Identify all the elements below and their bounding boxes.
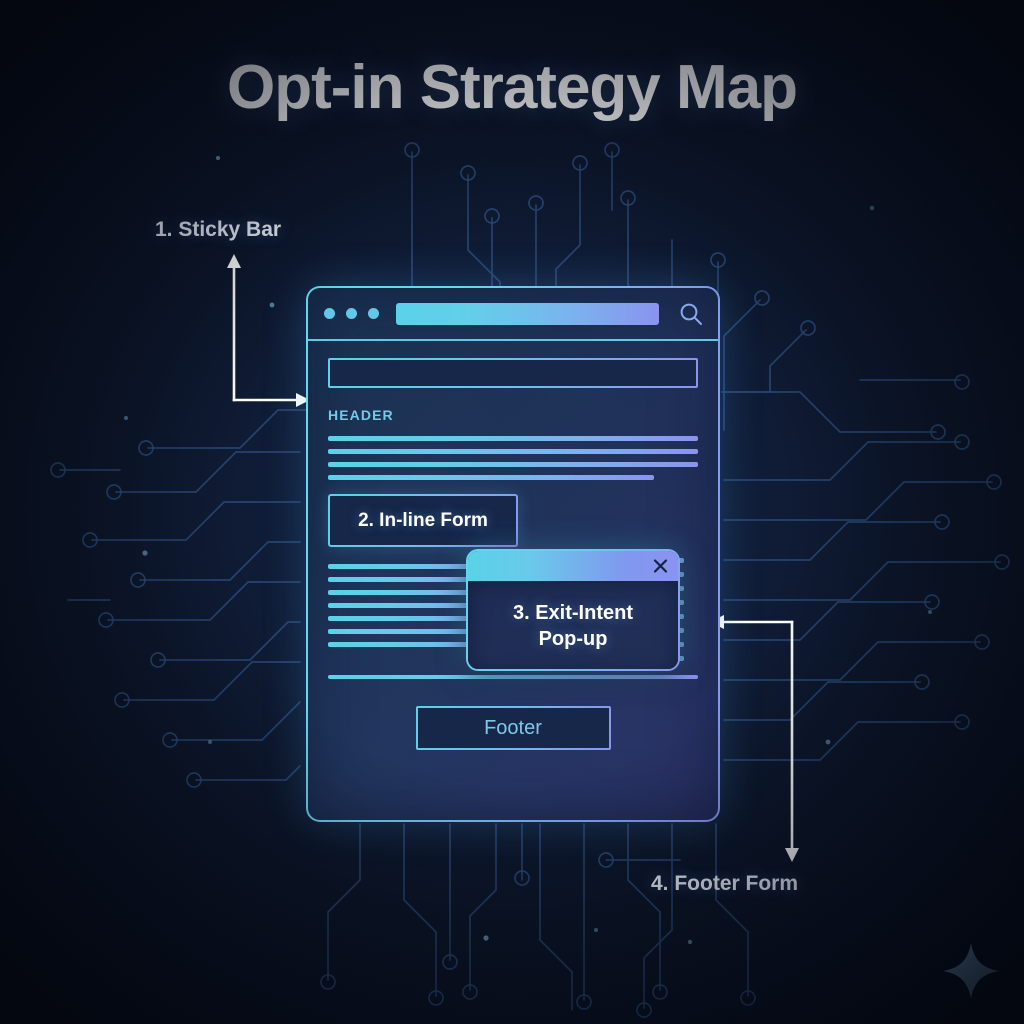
inline-form-label: 2. In-line Form [358,509,488,531]
section-divider [328,675,698,679]
popup-title-bar [468,551,678,581]
search-icon[interactable] [678,301,704,327]
close-icon[interactable] [653,559,668,574]
popup-body: 3. Exit-Intent Pop-up [468,581,678,669]
page-title: Opt-in Strategy Map [226,53,798,122]
text-line [328,449,698,454]
traffic-light-dot-3 [368,308,379,319]
sticky-bar-arrow [227,254,310,407]
footer-label: Footer [484,716,542,739]
text-line [328,462,698,467]
text-line [328,475,654,480]
sparkle-icon [943,943,999,999]
traffic-light-dot-1 [324,308,335,319]
inline-form-box[interactable]: 2. In-line Form [328,494,518,547]
traffic-light-dot-2 [346,308,357,319]
exit-intent-popup: 3. Exit-Intent Pop-up [466,549,680,671]
footer-form-arrow [710,615,799,862]
sticky-bar[interactable] [328,358,698,388]
browser-chrome-bar [308,288,718,341]
popup-line-1: 3. Exit-Intent [512,602,633,625]
callout-label-footer-form: 4. Footer Form [651,872,799,895]
footer-form-box[interactable]: Footer [416,706,611,750]
callout-label-sticky-bar: 1. Sticky Bar [155,218,282,241]
popup-line-2: Pop-up [538,628,608,650]
text-lines-upper [328,436,698,480]
url-address-bar[interactable] [396,302,659,325]
header-label: HEADER [328,407,394,423]
text-line [328,436,698,441]
